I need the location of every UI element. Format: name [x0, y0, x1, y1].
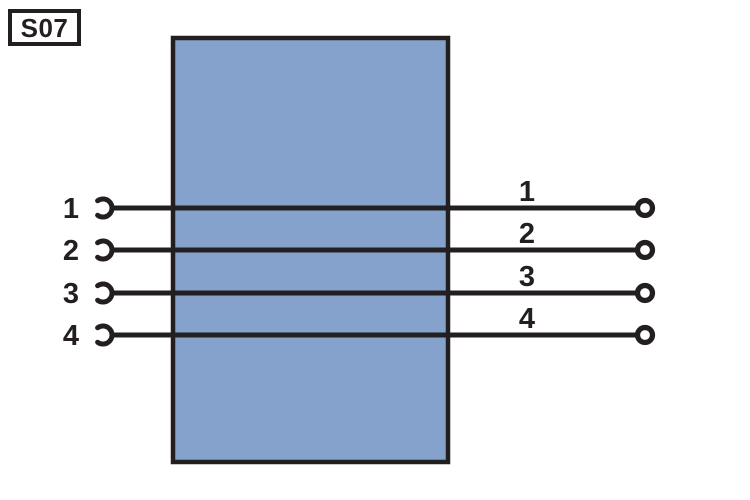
component-id-label-box: S07	[8, 9, 81, 46]
socket-arc-icon	[95, 196, 115, 220]
socket-arc-icon	[95, 281, 115, 305]
wire-row-4: 4 4	[63, 303, 656, 352]
wire-row-3: 3 3	[63, 261, 656, 310]
wire-row-1: 1 1	[63, 176, 656, 225]
left-pin-label: 3	[63, 278, 79, 310]
right-pin-label: 4	[519, 303, 535, 335]
socket-arc-icon	[95, 323, 115, 347]
left-pin-label: 2	[63, 235, 79, 267]
right-pin-label: 3	[519, 261, 535, 293]
component-id-label: S07	[20, 12, 69, 43]
wire-row-2: 2 2	[63, 218, 656, 267]
left-pin-label: 1	[63, 193, 79, 225]
right-pin-label: 2	[519, 218, 535, 250]
socket-arc-icon	[95, 238, 115, 262]
ring-terminal-icon	[634, 324, 656, 346]
ring-terminal-icon	[634, 239, 656, 261]
ring-terminal-icon	[634, 197, 656, 219]
right-pin-label: 1	[519, 176, 535, 208]
left-pin-label: 4	[63, 320, 79, 352]
ring-terminal-icon	[634, 282, 656, 304]
